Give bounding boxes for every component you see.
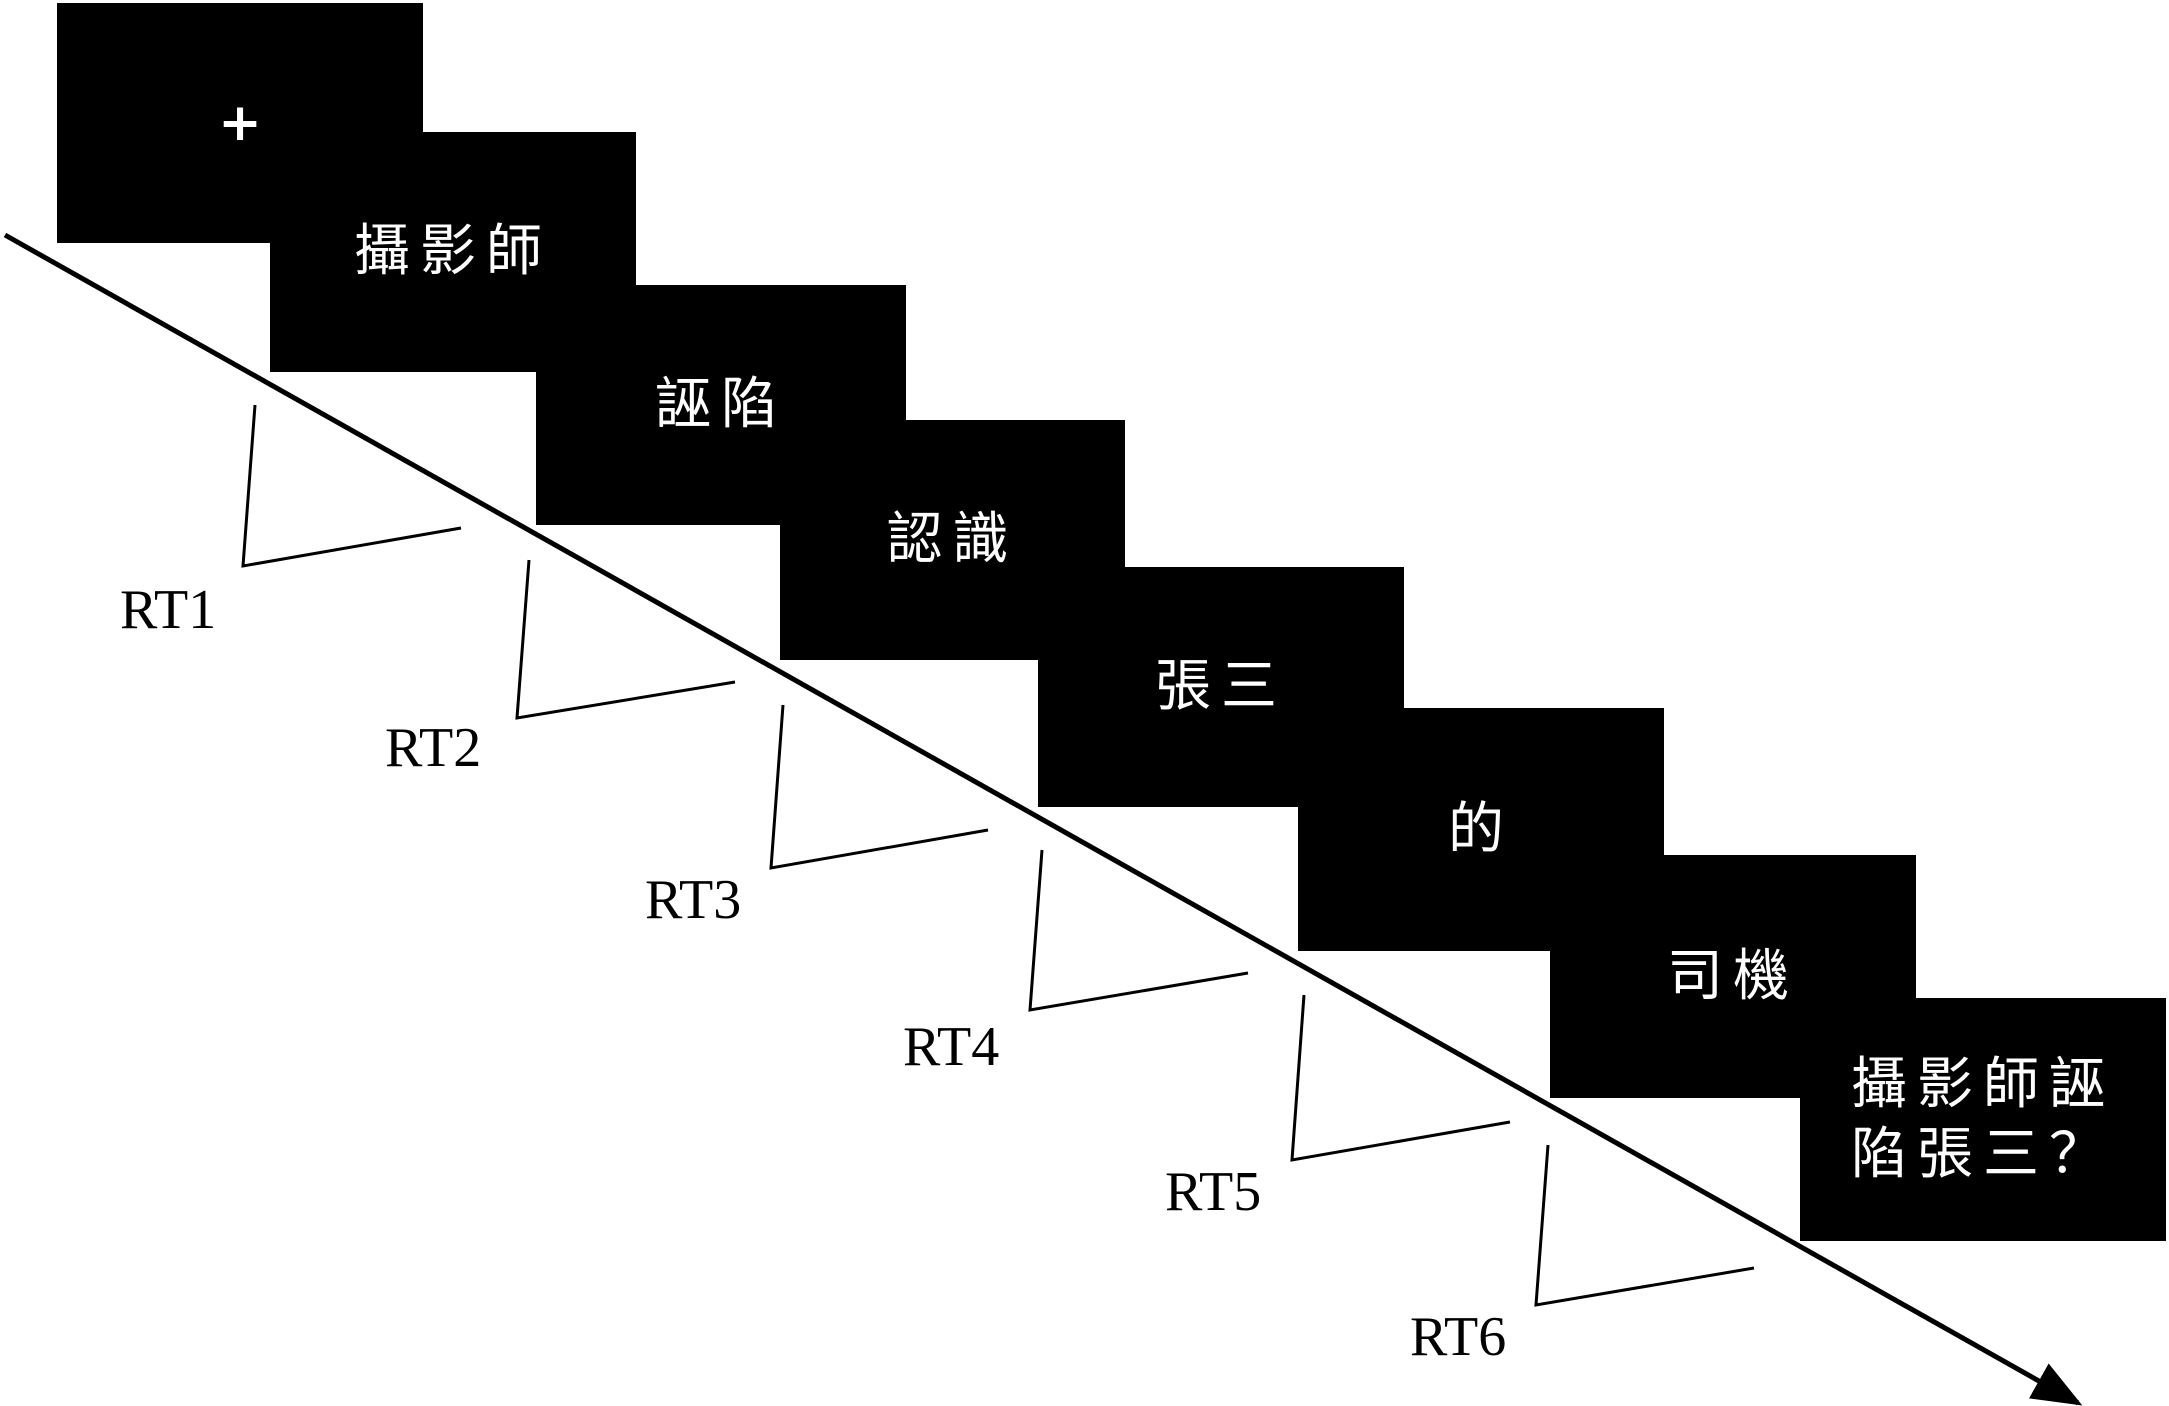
rt-label-2: RT2 [385,717,482,779]
question-line-1: 攝影師誣 [1851,1051,2115,1117]
rt-bracket-6 [1534,1144,1755,1307]
word-6-text: 司機 [1667,943,1799,1009]
fixation-cross: + [218,92,262,153]
rt-label-4: RT4 [903,1016,1000,1078]
time-arrow [3,232,2083,1406]
word-3-text: 認識 [886,507,1019,572]
word-4-text: 張三 [1155,654,1287,719]
rt-label-6: RT6 [1410,1306,1507,1368]
rt-bracket-4 [1028,849,1249,1012]
rt-label-1: RT1 [120,579,217,641]
rt-bracket-1 [241,404,462,568]
word-1-text: 攝影師 [354,219,552,284]
question-line-2: 陷張三？ [1851,1121,2115,1187]
word-2-text: 誣陷 [655,372,787,437]
rt-label-3: RT3 [645,869,742,931]
rt-bracket-3 [769,704,989,870]
rt-bracket-2 [515,559,736,720]
rt-bracket-5 [1290,994,1511,1162]
screen-question: 攝影師誣 陷張三？ [1800,998,2166,1241]
screen-fixation: + [57,3,423,243]
word-5-text: 的 [1448,796,1514,862]
rt-label-5: RT5 [1165,1161,1262,1223]
